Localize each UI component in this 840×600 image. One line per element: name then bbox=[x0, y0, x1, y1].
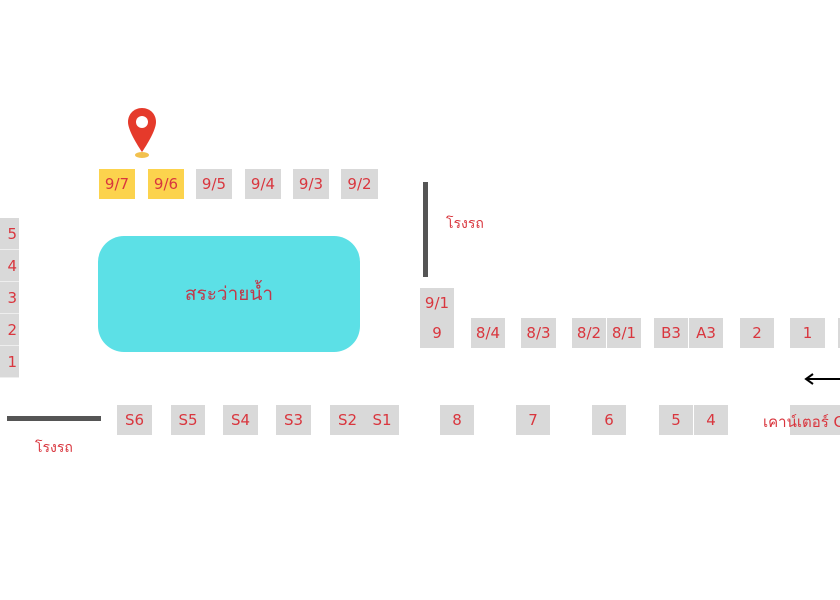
stall-9-3[interactable]: 9/3 bbox=[293, 169, 329, 199]
stall-9-6[interactable]: 9/6 bbox=[148, 169, 184, 199]
garage-label-left: โรงรถ bbox=[35, 440, 73, 456]
stall-left-3[interactable]: 3 bbox=[0, 282, 19, 314]
garage-label-right: โรงรถ bbox=[446, 216, 484, 232]
stall-left-2[interactable]: 2 bbox=[0, 314, 19, 346]
stall-a3[interactable]: A3 bbox=[689, 318, 723, 348]
stall-8-3[interactable]: 8/3 bbox=[521, 318, 556, 348]
arrow-left-icon bbox=[804, 373, 840, 385]
stall-left-4[interactable]: 4 bbox=[0, 250, 19, 282]
stall-9[interactable]: 9 bbox=[420, 318, 454, 348]
stall-8[interactable]: 8 bbox=[440, 405, 474, 435]
stall-5[interactable]: 5 bbox=[659, 405, 693, 435]
stall-partial bbox=[838, 318, 840, 348]
garage-wall-right bbox=[423, 182, 428, 277]
stall-1[interactable]: 1 bbox=[790, 318, 825, 348]
garage-wall-left bbox=[7, 416, 101, 421]
stall-left-5[interactable]: 5 bbox=[0, 218, 19, 250]
stall-s3[interactable]: S3 bbox=[276, 405, 311, 435]
stall-2[interactable]: 2 bbox=[740, 318, 774, 348]
counter-box bbox=[790, 405, 840, 435]
stall-9-1[interactable]: 9/1 bbox=[420, 288, 454, 318]
stall-9-2[interactable]: 9/2 bbox=[341, 169, 378, 199]
stall-4[interactable]: 4 bbox=[694, 405, 728, 435]
location-pin-icon bbox=[128, 108, 156, 158]
stall-s5[interactable]: S5 bbox=[171, 405, 205, 435]
stall-6[interactable]: 6 bbox=[592, 405, 626, 435]
pool-label: สระว่ายน้ำ bbox=[184, 283, 274, 305]
swimming-pool: สระว่ายน้ำ bbox=[98, 236, 360, 352]
stall-s2[interactable]: S2 bbox=[330, 405, 365, 435]
stall-s4[interactable]: S4 bbox=[223, 405, 258, 435]
stall-9-4[interactable]: 9/4 bbox=[245, 169, 281, 199]
stall-b3[interactable]: B3 bbox=[654, 318, 688, 348]
stall-9-5[interactable]: 9/5 bbox=[196, 169, 232, 199]
stall-9-7[interactable]: 9/7 bbox=[99, 169, 135, 199]
stall-8-1[interactable]: 8/1 bbox=[607, 318, 641, 348]
stall-left-1[interactable]: 1 bbox=[0, 346, 19, 378]
counter-label: เคาน์เตอร์ C bbox=[763, 413, 840, 431]
stall-7[interactable]: 7 bbox=[516, 405, 550, 435]
stall-8-4[interactable]: 8/4 bbox=[471, 318, 505, 348]
stall-s6[interactable]: S6 bbox=[117, 405, 152, 435]
stall-s1[interactable]: S1 bbox=[365, 405, 399, 435]
stall-8-2[interactable]: 8/2 bbox=[572, 318, 606, 348]
